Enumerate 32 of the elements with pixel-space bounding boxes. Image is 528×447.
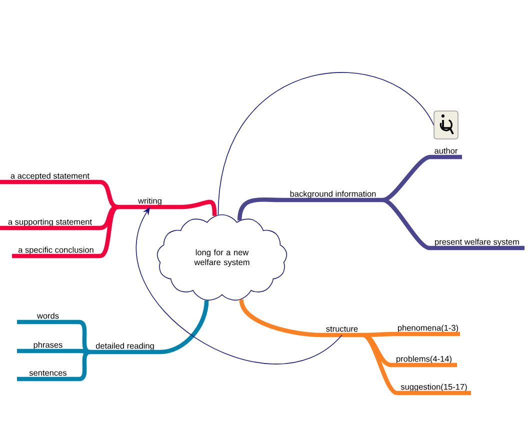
branch-line xyxy=(362,332,457,368)
branch-label: present welfare system xyxy=(435,238,519,246)
branch-label: a specific conclusion xyxy=(18,246,94,254)
branch-label: detailed reading xyxy=(96,342,154,350)
branch-label: problems(4-14) xyxy=(396,356,452,364)
branch-label: writing xyxy=(138,198,162,206)
branch-label: author xyxy=(434,148,458,154)
branch-label: sentences xyxy=(29,370,67,376)
relationship-curve xyxy=(218,72,434,216)
branch-label: phrases xyxy=(34,342,62,350)
branch-label: a accepted statement xyxy=(10,172,90,180)
branch-label: a supporting statement xyxy=(8,218,92,226)
cloud-node: long for a new welfare system xyxy=(156,214,288,301)
branch-label: words xyxy=(36,312,59,319)
branch-label: suggestion(15-17) xyxy=(400,384,467,392)
branch-label: phenomena(1-3) xyxy=(398,324,458,332)
branch-line xyxy=(362,333,471,396)
branch-line xyxy=(382,154,462,202)
branch-line xyxy=(363,332,460,338)
branch-line xyxy=(382,198,524,250)
branch-line xyxy=(0,204,118,230)
wheelchair-icon xyxy=(434,110,458,140)
branch-line xyxy=(17,348,90,354)
branch-label: background information xyxy=(290,190,376,198)
relationship-curve xyxy=(136,207,342,364)
branch-line xyxy=(239,299,363,338)
branch-line xyxy=(118,200,217,216)
branch-line xyxy=(0,180,118,210)
branch-line xyxy=(12,205,119,258)
branch-label: structure xyxy=(326,326,358,332)
branch-line xyxy=(90,300,209,354)
branch-line xyxy=(17,350,90,382)
